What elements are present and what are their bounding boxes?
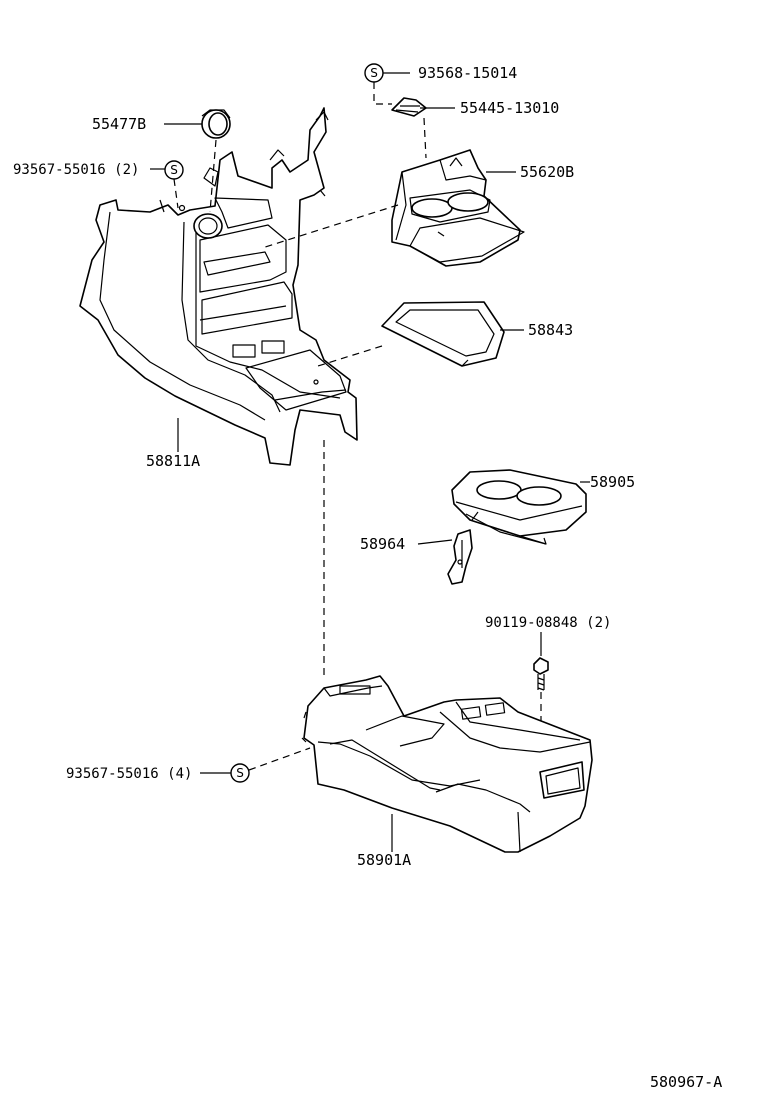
drawing-number: 580967-A — [650, 1073, 722, 1091]
label-58811A: 58811A — [146, 452, 200, 470]
screw-symbol-top-text: S — [370, 66, 378, 80]
mat-58843 — [381, 301, 505, 367]
label-58964: 58964 — [360, 535, 405, 553]
label-55620B: 55620B — [520, 163, 574, 181]
screw-to-clip-line — [373, 82, 392, 105]
upper-console-panel — [79, 107, 358, 466]
lighter-ring — [201, 109, 231, 139]
screw-lower-to-console-line — [248, 747, 311, 771]
clip-to-cupbox-line — [423, 117, 427, 159]
lower-console — [301, 675, 593, 853]
clip-55445 — [391, 97, 427, 117]
screw-symbol-upper-text: S — [170, 163, 178, 177]
part-labels: 93568-15014 55445-13010 55477B 93567-550… — [13, 64, 722, 1091]
screw-symbol-lower-text: S — [236, 766, 244, 780]
label-93568-15014: 93568-15014 — [418, 64, 517, 82]
leader-lines — [150, 72, 590, 852]
label-58901A: 58901A — [357, 851, 411, 869]
label-90119-08848: 90119-08848 (2) — [485, 615, 611, 631]
label-58843: 58843 — [528, 321, 573, 339]
label-93567-55016-4: 93567-55016 (4) — [66, 766, 192, 782]
label-55477B: 55477B — [92, 115, 146, 133]
label-93567-55016-2: 93567-55016 (2) — [13, 162, 139, 178]
label-58905: 58905 — [590, 473, 635, 491]
bolt-90119 — [533, 657, 549, 691]
cup-holder-insert — [451, 469, 587, 545]
cup-holder-box — [391, 149, 525, 267]
label-55445-13010: 55445-13010 — [460, 99, 559, 117]
lighter-to-panel-line — [209, 139, 217, 213]
screw-upper-to-panel-line — [173, 178, 179, 209]
lever-58964 — [447, 529, 473, 585]
